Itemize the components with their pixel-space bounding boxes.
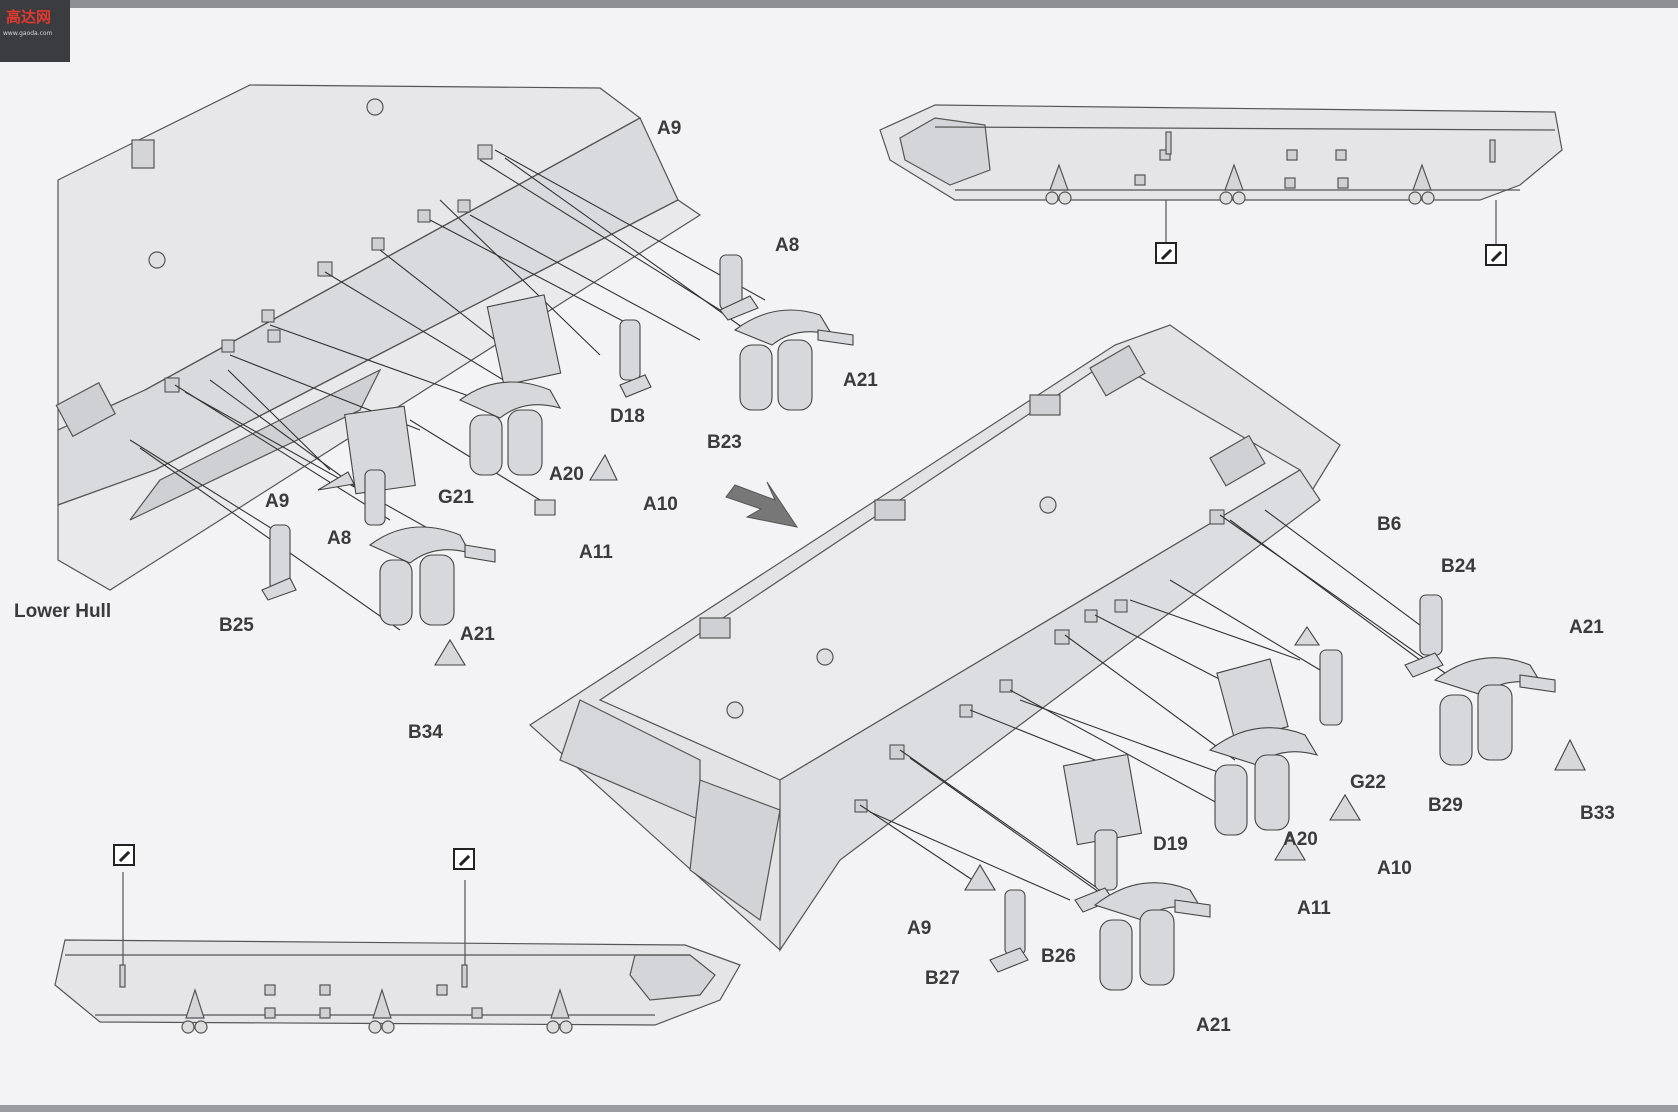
hull-top-left-brackets [164,144,493,393]
part-label-d18: D18 [610,406,645,427]
watermark-logo: 高达网 www.gaoda.com [0,0,70,62]
part-label-a20: A20 [549,464,584,485]
pen-note-icon [1155,242,1177,264]
part-label-b26: B26 [1041,946,1076,967]
part-label-a10: A10 [643,494,678,515]
part-label-a8: A8 [327,528,352,549]
flow-arrow [725,481,799,528]
part-label-a11: A11 [1297,898,1331,919]
part-label-a21: A21 [843,370,878,391]
side-view-top-right [879,104,1563,248]
top-frame-bar [0,0,1678,8]
part-label-b23: B23 [707,432,742,453]
part-label-a21: A21 [1569,617,1604,638]
parts-center [964,594,1586,991]
part-label-b34: B34 [408,722,443,743]
hull-center [529,324,1341,952]
pen-note-icon [113,844,135,866]
part-label-a21: A21 [460,624,495,645]
part-label-b25: B25 [219,615,254,636]
part-label-a8: A8 [775,235,800,256]
parts-top-left [261,254,854,666]
part-label-b6: B6 [1377,514,1402,535]
pen-note-icon [453,848,475,870]
part-label-a9: A9 [657,118,682,139]
part-label-a21: A21 [1196,1015,1231,1036]
part-label-a20: A20 [1283,829,1318,850]
watermark-url: www.gaoda.com [3,30,53,37]
part-label-g22: G22 [1350,772,1386,793]
part-label-a10: A10 [1377,858,1412,879]
part-label-g21: G21 [438,487,474,508]
part-label-b24: B24 [1441,556,1476,577]
part-label-b29: B29 [1428,795,1463,816]
part-label-b33: B33 [1580,803,1615,824]
part-label-a9: A9 [907,918,932,939]
bottom-frame-bar [0,1105,1678,1112]
leaders-top-left [129,149,766,631]
part-label-b27: B27 [925,968,960,989]
pen-note-icon [1485,244,1507,266]
side-view-bottom-left [54,872,741,1034]
part-label-a11: A11 [579,542,613,563]
part-label-a9: A9 [265,491,290,512]
part-label-d19: D19 [1153,834,1188,855]
part-label-lower-hull: Lower Hull [14,601,112,622]
watermark-text: 高达网 [6,8,52,26]
